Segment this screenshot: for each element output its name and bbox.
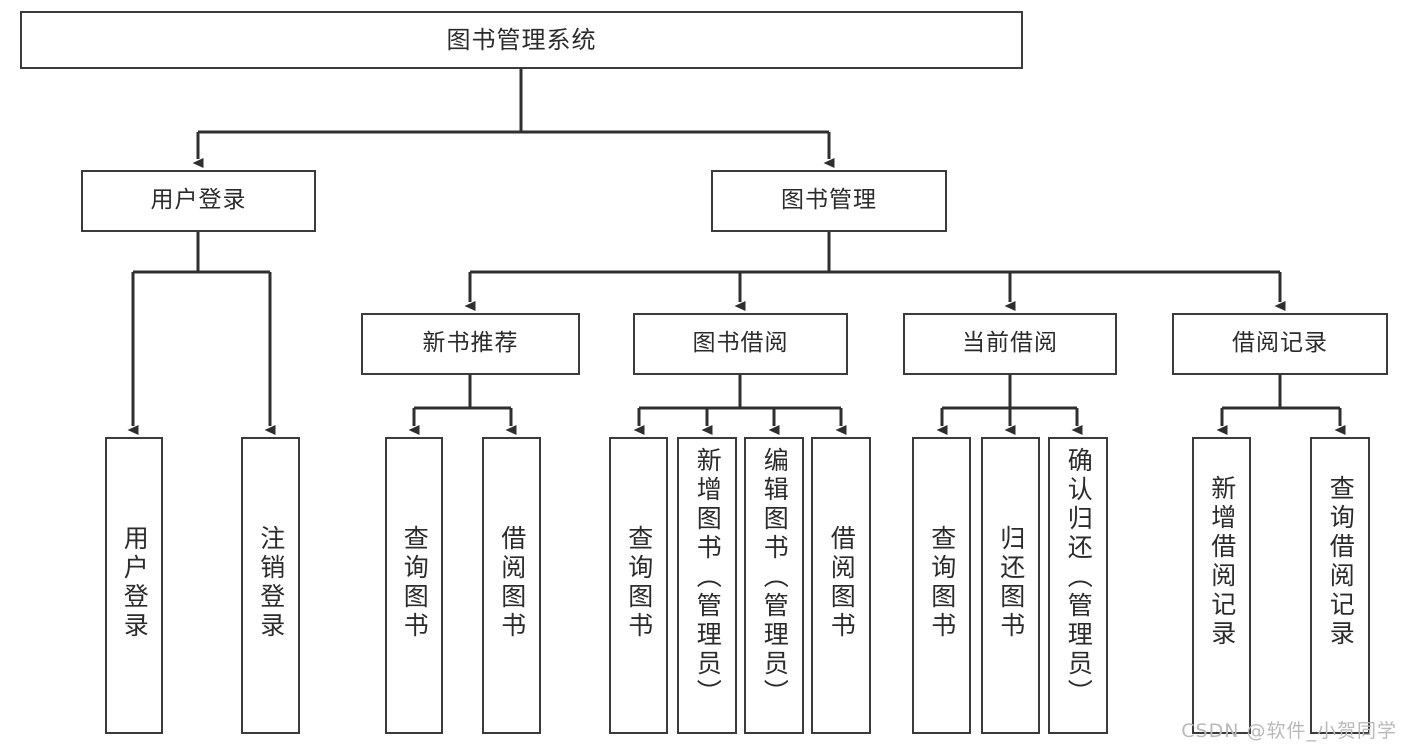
node-label: 确认归还（管理员） <box>1064 447 1094 708</box>
node-user-login[interactable]: 用户登录 <box>81 170 316 232</box>
node-borrow-records[interactable]: 借阅记录 <box>1172 313 1388 375</box>
node-label: 查询图书 <box>624 525 654 641</box>
node-root-system[interactable]: 图书管理系统 <box>20 11 1023 69</box>
node-label: 新书推荐 <box>422 330 519 357</box>
leaf-borrow-books-recommend[interactable]: 借阅图书 <box>482 437 541 734</box>
node-label: 查询图书 <box>400 525 430 641</box>
node-label: 用户登录 <box>120 525 150 641</box>
node-current-borrow[interactable]: 当前借阅 <box>903 313 1117 375</box>
leaf-add-book-admin[interactable]: 新增图书（管理员） <box>677 437 737 734</box>
leaf-logout[interactable]: 注销登录 <box>241 437 300 734</box>
node-book-management[interactable]: 图书管理 <box>711 170 947 232</box>
node-book-borrow[interactable]: 图书借阅 <box>633 313 848 375</box>
leaf-borrow-books[interactable]: 借阅图书 <box>811 437 871 734</box>
leaf-query-books-recommend[interactable]: 查询图书 <box>385 437 443 734</box>
node-label: 图书管理系统 <box>446 25 597 54</box>
leaf-add-borrow-record[interactable]: 新增借阅记录 <box>1192 437 1251 734</box>
node-label: 借阅图书 <box>827 525 857 641</box>
node-label: 图书管理 <box>781 187 877 214</box>
node-label: 新增借阅记录 <box>1207 475 1237 649</box>
node-label: 借阅记录 <box>1232 330 1328 357</box>
node-label: 借阅图书 <box>497 525 527 641</box>
node-label: 查询图书 <box>927 525 957 641</box>
csdn-watermark: CSDN @软件_小贺同学 <box>1181 720 1397 742</box>
node-label: 编辑图书（管理员） <box>760 447 790 708</box>
leaf-user-login[interactable]: 用户登录 <box>105 437 163 734</box>
node-label: 注销登录 <box>256 525 286 641</box>
leaf-query-borrow-record[interactable]: 查询借阅记录 <box>1310 437 1370 734</box>
node-label: 查询借阅记录 <box>1326 475 1356 649</box>
leaf-query-books-borrow[interactable]: 查询图书 <box>609 437 668 734</box>
node-new-book-recommend[interactable]: 新书推荐 <box>361 313 580 375</box>
leaf-query-books-current[interactable]: 查询图书 <box>912 437 971 734</box>
node-label: 图书借阅 <box>692 330 789 357</box>
node-label: 用户登录 <box>150 187 247 214</box>
leaf-return-books[interactable]: 归还图书 <box>981 437 1040 734</box>
leaf-confirm-return-admin[interactable]: 确认归还（管理员） <box>1048 437 1108 734</box>
leaf-edit-book-admin[interactable]: 编辑图书（管理员） <box>744 437 804 734</box>
node-label: 归还图书 <box>996 525 1026 641</box>
node-label: 新增图书（管理员） <box>693 447 723 708</box>
node-label: 当前借阅 <box>962 330 1058 357</box>
